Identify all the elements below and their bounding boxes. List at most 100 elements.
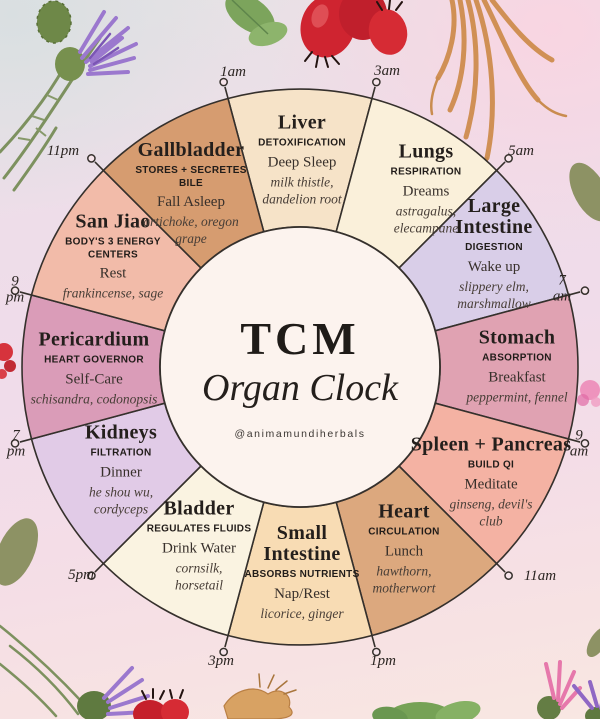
hour-tick-dot [10, 439, 20, 448]
organ-herbs: frankincense, sage [62, 285, 164, 301]
segment-liver: Liver DETOXIFICATION Deep Sleep milk thi… [237, 112, 367, 208]
organ-activity: Fall Asleep [157, 194, 225, 210]
hour-tick-line [567, 437, 581, 443]
organ-function: STORES + SECRETES BILE [135, 165, 247, 189]
organ-activity: Deep Sleep [267, 153, 337, 170]
organ-function: ABSORBS NUTRIENTS [244, 569, 360, 581]
organ-function: RESPIRATION [390, 166, 462, 178]
segment-large-intestine: Large Intestine DIGESTION Wake up slippe… [423, 194, 565, 313]
time-label-1am: 1am [220, 64, 246, 81]
hour-tick-dot [219, 647, 228, 657]
organ-activity: Self-Care [65, 371, 123, 388]
hour-tick-dot [580, 439, 590, 448]
organ-activity: Rest [99, 265, 127, 282]
hour-tick-line [94, 161, 105, 172]
organ-herbs: ginseng, devil's club [449, 496, 533, 528]
segment-lungs: Lungs RESPIRATION Dreams astragalus, ele… [367, 141, 485, 237]
hour-tick-line [224, 86, 230, 100]
leaf-illustration-top-center [225, 0, 288, 47]
hour-tick-line [495, 562, 506, 573]
organ-name: San Jiao [75, 210, 151, 233]
hour-tick-line [370, 86, 376, 100]
segment-san-jiao: San Jiao BODY'S 3 ENERGY CENTERS Rest fr… [38, 211, 188, 302]
time-label-7am: 7 am [552, 272, 572, 304]
organ-name: Lungs [398, 140, 454, 163]
segment-pericardium: Pericardium HEART GOVERNOR Self-Care sch… [10, 328, 178, 409]
time-label-7pm: 7 pm [6, 427, 26, 459]
segment-small-intestine: Small Intestine ABSORBS NUTRIENTS Nap/Re… [226, 523, 378, 623]
organ-activity: Breakfast [488, 369, 546, 386]
organ-activity: Wake up [467, 258, 521, 275]
leaf-illustration-left [0, 518, 39, 586]
organ-name: Pericardium [38, 328, 150, 351]
organ-herbs: schisandra, codonopsis [30, 391, 158, 407]
organ-name: Large Intestine [455, 194, 533, 238]
segment-heart: Heart CIRCULATION Lunch hawthorn, mother… [338, 501, 470, 597]
time-label-1pm: 1pm [370, 653, 396, 670]
organ-activity: Dinner [100, 463, 142, 480]
organ-herbs: licorice, ginger [260, 605, 344, 621]
organ-name: Kidneys [84, 421, 158, 444]
organ-function: HEART GOVERNOR [44, 354, 144, 366]
time-label-9pm: 9 pm [5, 273, 25, 305]
organ-herbs: artichoke, oregon grape [143, 214, 239, 247]
hour-tick-line [567, 291, 581, 297]
organ-name: Small Intestine [263, 522, 341, 566]
pink-flower-illustration-right [577, 380, 600, 407]
segment-gallbladder: Gallbladder STORES + SECRETES BILE Fall … [111, 140, 271, 248]
bottom-botanical-row [0, 624, 600, 719]
hour-tick-line [370, 634, 376, 648]
organ-function: CIRCULATION [368, 526, 440, 538]
hour-tick-dot [580, 286, 590, 295]
organ-name: Heart [378, 500, 430, 523]
organ-function: BUILD QI [467, 459, 515, 471]
organ-activity: Drink Water [162, 539, 236, 556]
instagram-handle: @animamundiherbals [234, 427, 366, 440]
organ-activity: Lunch [384, 542, 424, 559]
hour-tick-line [19, 437, 33, 443]
organ-herbs: peppermint, fennel [466, 389, 568, 405]
time-label-9am: 9 am [569, 427, 589, 459]
organ-name: Stomach [478, 326, 556, 349]
hour-tick-dot [372, 647, 381, 657]
wheel-center: TCM Organ Clock @animamundiherbals [160, 316, 440, 440]
time-label-11am: 11am [523, 568, 557, 585]
hour-tick-dot [372, 77, 381, 87]
organ-name: Gallbladder [137, 139, 245, 161]
organ-function: REGULATES FLUIDS [146, 523, 252, 535]
organ-herbs: astragalus, elecampane [393, 203, 459, 235]
hour-tick-line [94, 562, 105, 573]
page-subtitle: Organ Clock [202, 367, 398, 410]
time-label-3pm: 3pm [208, 653, 234, 670]
organ-herbs: cornsilk, horsetail [174, 560, 223, 592]
rosehip-berries-illustration-top [300, 0, 408, 68]
segment-kidneys: Kidneys FILTRATION Dinner he shou wu, co… [53, 422, 189, 518]
organ-activity: Dreams [402, 182, 450, 199]
wheel-center-circle [159, 226, 441, 508]
thistle-illustration-top-left [0, 0, 138, 192]
organ-function: DETOXIFICATION [258, 137, 346, 149]
organ-function: FILTRATION [90, 447, 152, 459]
hour-tick-line [495, 161, 506, 172]
hour-tick-line [224, 634, 230, 648]
organ-function: ABSORPTION [482, 352, 552, 364]
organ-name: Bladder [163, 497, 235, 520]
ginseng-root-illustration-top-right [430, 0, 568, 188]
segment-bladder: Bladder REGULATES FLUIDS Drink Water cor… [124, 498, 274, 594]
organ-name: Spleen + Pancreas [410, 433, 572, 456]
time-label-5am: 5am [508, 143, 534, 160]
organ-function: DIGESTION [465, 241, 523, 253]
hour-tick-dot [504, 571, 513, 580]
hour-tick-line [19, 291, 33, 297]
hour-tick-dot [10, 286, 20, 295]
organ-herbs: slippery elm, marshmallow [457, 278, 531, 311]
time-label-11pm: 11pm [46, 143, 80, 160]
segment-spleen-pancreas: Spleen + Pancreas BUILD QI Meditate gins… [396, 434, 586, 530]
hour-tick-dot [219, 77, 228, 87]
organ-activity: Meditate [464, 475, 518, 492]
organ-herbs: he shou wu, cordyceps [88, 484, 154, 516]
segment-stomach: Stomach ABSORPTION Breakfast peppermint,… [441, 326, 593, 407]
